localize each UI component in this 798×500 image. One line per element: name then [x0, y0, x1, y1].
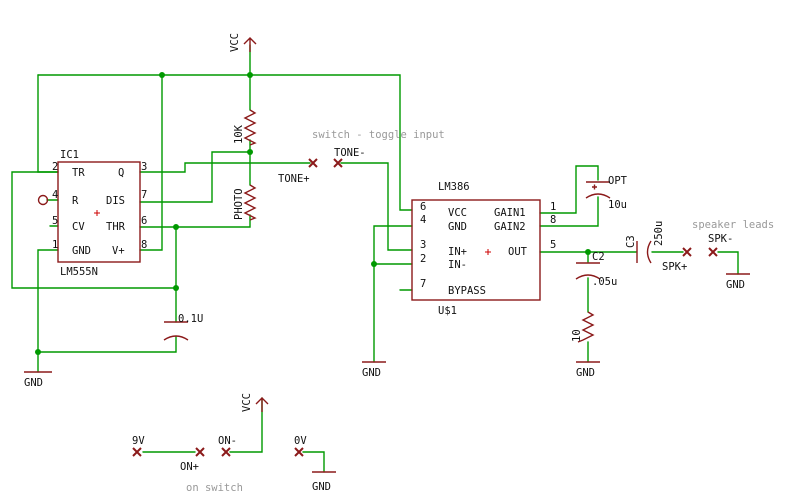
- r-10k-label: 10K: [233, 124, 245, 144]
- amp-pinnum-out: 5: [550, 239, 556, 251]
- ic1-pin-r: R: [72, 195, 79, 207]
- ic1-pinnum-q: 3: [141, 161, 147, 173]
- ic1-pinnum-dis: 7: [141, 189, 147, 201]
- amp-pinnum-gnd: 4: [420, 214, 426, 226]
- ic1-pinnum-thr: 6: [141, 215, 147, 227]
- gnd-label-amp: GND: [362, 367, 381, 379]
- 0v-label: 0V: [294, 435, 307, 447]
- 9v-label: 9V: [132, 435, 145, 447]
- r-10-label: 10: [571, 329, 583, 342]
- photo-label: PHOTO: [233, 188, 245, 220]
- c-01u-label: 0.1U: [178, 313, 203, 325]
- amp-pin-bypass: BYPASS: [448, 285, 486, 297]
- junction-dots: [35, 72, 591, 355]
- amp-pin-inm: IN-: [448, 259, 467, 271]
- ic1-pin-q: Q: [118, 167, 124, 179]
- amp-pin-inp: IN+: [448, 246, 467, 258]
- connector-marks: [132, 158, 718, 457]
- ic1-pin-cv: CV: [72, 221, 85, 233]
- gnd-label-out: GND: [576, 367, 595, 379]
- ic1-name: IC1: [60, 149, 79, 161]
- ic1-pin-thr: THR: [106, 221, 126, 233]
- ic1-pinnum-tr: 2: [52, 161, 58, 173]
- net-wires: [11, 44, 739, 473]
- amp-pinnum-gain2: 8: [550, 214, 556, 226]
- c2-label: C2: [592, 251, 605, 263]
- vcc-label-top: VCC: [229, 33, 241, 52]
- amp-pin-gnd: GND: [448, 221, 467, 233]
- amp-pin-out: OUT: [508, 246, 528, 258]
- tone-minus-label: TONE-: [334, 147, 366, 159]
- amp-pin-gain1: GAIN1: [494, 207, 526, 219]
- vcc-label-bottom: VCC: [241, 393, 253, 412]
- c3-label: C3: [625, 235, 637, 248]
- note-speaker-leads: speaker leads: [692, 219, 774, 231]
- spk-plus-label: SPK+: [662, 261, 687, 273]
- amp-pin-vcc: VCC: [448, 207, 467, 219]
- amp-name: U$1: [438, 305, 457, 317]
- amp-pinnum-inm: 2: [420, 253, 426, 265]
- note-on-switch: on switch: [186, 482, 243, 494]
- amp-pinnum-bypass: 7: [420, 278, 426, 290]
- ic1-pin-tr: TR: [72, 167, 85, 179]
- gnd-label-spk: GND: [726, 279, 745, 291]
- ic1-value: LM555N: [60, 266, 98, 278]
- amp-title: LM386: [438, 181, 470, 193]
- amp-pinnum-gain1: 1: [550, 201, 556, 213]
- c2-value: .05u: [592, 276, 617, 288]
- ic1-pinnum-gnd: 1: [52, 239, 58, 251]
- on-plus-label: ON+: [180, 461, 199, 473]
- amp-pinnum-inp: 3: [420, 239, 426, 251]
- c3-value: 250u: [653, 221, 665, 246]
- gnd-label-power: GND: [312, 481, 331, 493]
- note-toggle-input: switch - toggle input: [312, 129, 445, 141]
- on-minus-label: ON-: [218, 435, 237, 447]
- amp-pinnum-vcc: 6: [420, 201, 426, 213]
- ic1-pinnum-cv: 5: [52, 215, 58, 227]
- ic1-pin-gnd: GND: [72, 245, 91, 257]
- ic1-pin-dis: DIS: [106, 195, 125, 207]
- c-opt-value: 10u: [608, 199, 627, 211]
- amp-pin-gain2: GAIN2: [494, 221, 526, 233]
- tone-plus-label: TONE+: [278, 173, 310, 185]
- parts: [24, 37, 750, 473]
- gnd-label-ic1: GND: [24, 377, 43, 389]
- c-opt-label: OPT: [608, 175, 628, 187]
- spk-minus-label: SPK-: [708, 233, 733, 245]
- ic1-pinnum-vplus: 8: [141, 239, 147, 251]
- ic1-pin-vplus: V+: [112, 245, 125, 257]
- ic1-pinnum-r: 4: [52, 189, 58, 201]
